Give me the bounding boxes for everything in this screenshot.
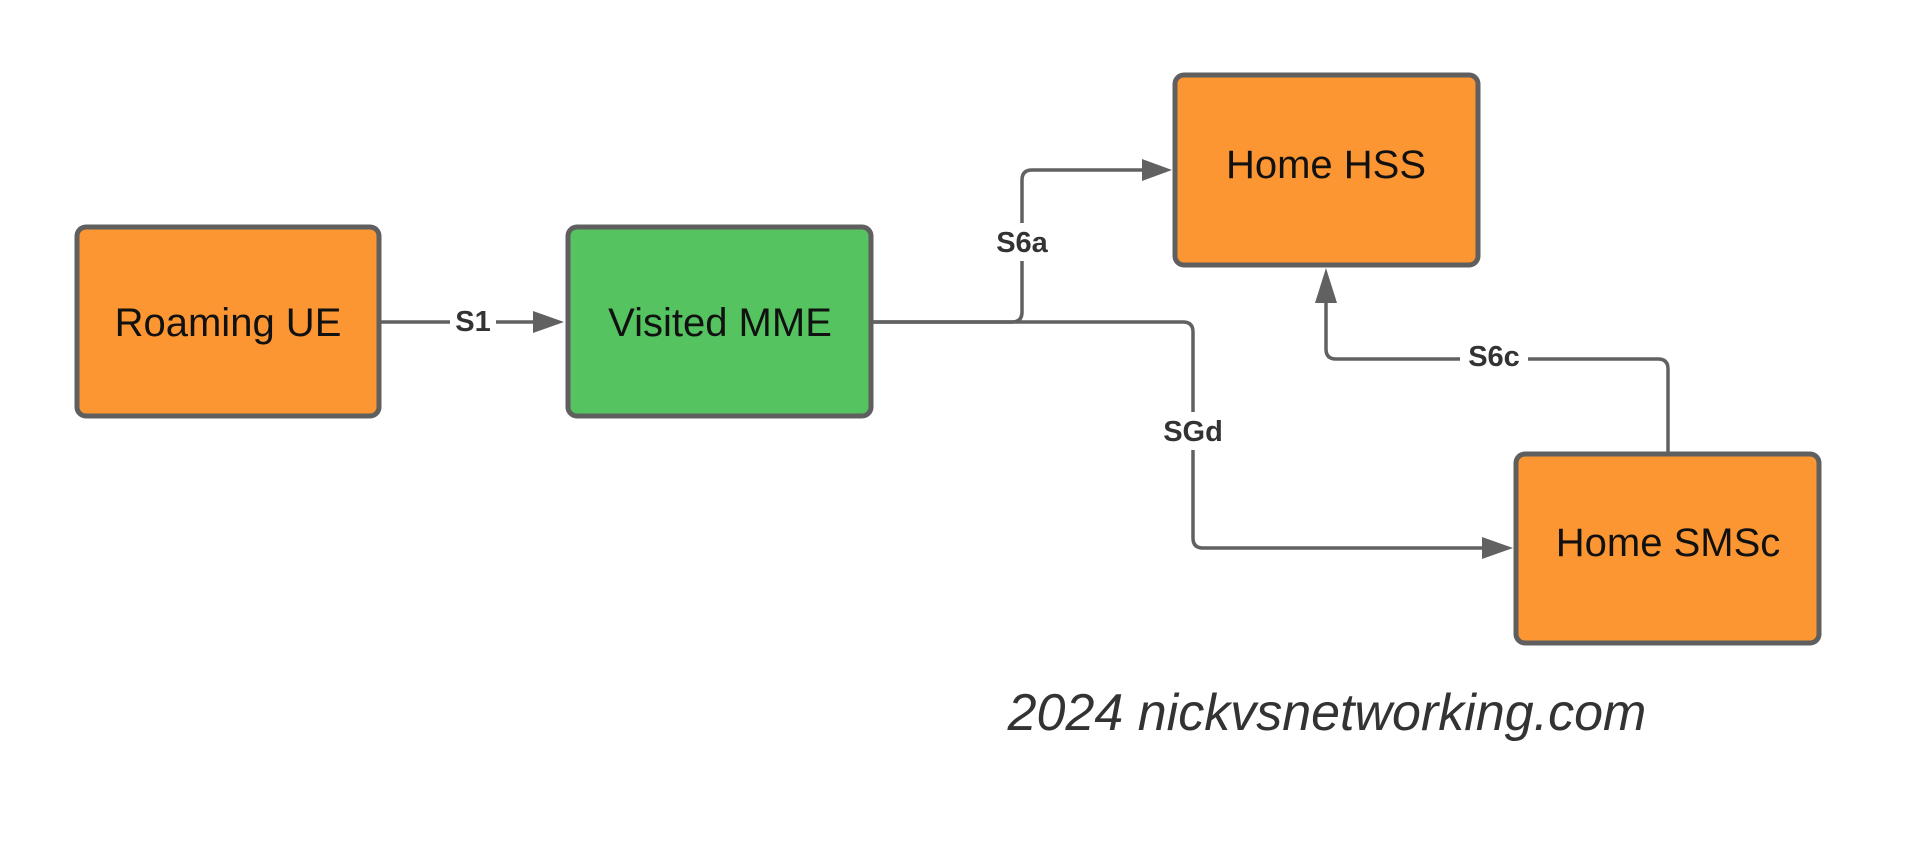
node-roaming-ue: Roaming UE: [74, 224, 382, 419]
arrowhead: [1315, 268, 1337, 303]
node-box: [1172, 72, 1481, 268]
node-label: Roaming UE: [115, 301, 342, 345]
node-label: Home SMSc: [1556, 521, 1781, 565]
edge-label-sgd: SGd: [1163, 416, 1223, 448]
arrowhead: [533, 311, 564, 333]
edge-label-s1: S1: [455, 306, 490, 338]
node-home-smsc: Home SMSc: [1513, 451, 1822, 646]
footer-credit: 2024 nickvsnetworking.com: [1007, 684, 1647, 742]
node-box: [1513, 451, 1822, 646]
edge-sgd: SGd: [873, 320, 1513, 559]
edge-s6c: S6c: [1315, 268, 1670, 453]
edge-s6a: S6a: [873, 159, 1172, 324]
node-home-hss: Home HSS: [1172, 72, 1481, 268]
edge-label-s6a: S6a: [996, 227, 1048, 259]
node-box: [565, 224, 874, 419]
node-box: [74, 224, 382, 419]
node-label: Home HSS: [1226, 143, 1426, 187]
edge-s1: S1: [380, 304, 564, 338]
arrowhead: [1142, 159, 1172, 181]
edge-label-s6c: S6c: [1468, 341, 1520, 373]
node-visited-mme: Visited MME: [565, 224, 874, 419]
arrowhead: [1482, 537, 1513, 559]
node-label: Visited MME: [608, 301, 832, 345]
